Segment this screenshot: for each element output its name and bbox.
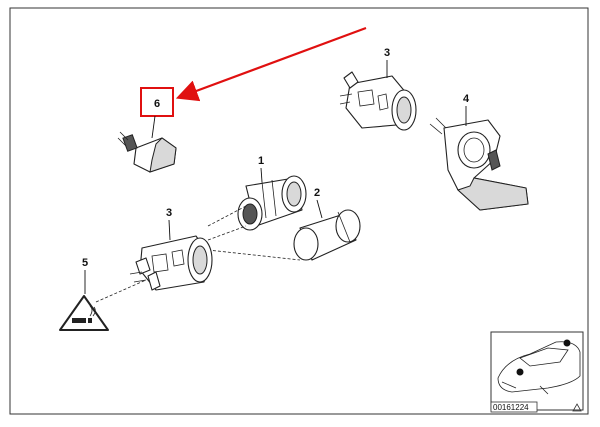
catalog-number: 00161224 xyxy=(493,403,529,412)
callout-3-lower: 3 xyxy=(166,207,172,219)
location-marker-icon xyxy=(516,368,524,376)
location-marker-icon xyxy=(563,339,571,347)
callout-6-highlight-box xyxy=(140,87,174,117)
part-3-socket-lower[interactable] xyxy=(129,235,213,291)
triangle-marker-icon xyxy=(572,403,582,412)
callout-2: 2 xyxy=(314,187,320,199)
callout-6: 6 xyxy=(154,98,160,110)
part-4-holder-bracket[interactable] xyxy=(429,117,529,211)
part-1-lighter-insert[interactable] xyxy=(237,175,307,231)
callout-3-upper: 3 xyxy=(384,47,390,59)
part-2-cap[interactable] xyxy=(293,209,361,261)
highlight-arrow xyxy=(175,26,367,102)
part-5-warning-symbol[interactable] xyxy=(59,295,109,331)
diagram-frame xyxy=(9,7,589,415)
cigarette-symbol-icon xyxy=(72,318,92,323)
callout-5: 5 xyxy=(82,257,88,269)
callout-1: 1 xyxy=(258,155,264,167)
assembly-line xyxy=(95,279,147,303)
callout-6-leader xyxy=(151,115,156,139)
part-3-socket-upper[interactable] xyxy=(339,71,417,131)
callout-4: 4 xyxy=(463,93,470,105)
assembly-line xyxy=(207,205,301,261)
part-6-bulb[interactable] xyxy=(117,131,177,173)
vehicle-locator-thumbnail: 00161224 xyxy=(490,331,584,413)
